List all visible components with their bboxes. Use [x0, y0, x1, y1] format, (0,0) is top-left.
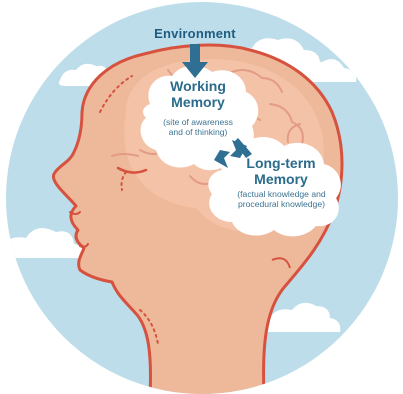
long-term-memory-title-line2: Memory: [254, 171, 308, 187]
environment-label: Environment: [154, 26, 236, 41]
long-term-memory-title: Long-term Memory: [222, 155, 340, 187]
long-term-memory-cloud: [208, 137, 341, 237]
working-memory-description: (site of awareness and of thinking): [146, 117, 250, 137]
working-memory-title-line1: Working: [170, 78, 226, 94]
working-memory-desc-line2: and of thinking): [168, 127, 228, 137]
working-memory-desc-line1: (site of awareness: [163, 117, 233, 127]
working-memory-title: Working Memory: [143, 78, 253, 110]
arrow-down-icon: [182, 44, 208, 78]
dotted-accents: [99, 75, 159, 345]
double-arrow-icon: [214, 138, 252, 168]
ear-line: [271, 257, 291, 269]
nostril: [69, 211, 81, 215]
working-memory-title-line2: Memory: [171, 94, 225, 110]
long-term-memory-desc-line1: (factual knowledge and: [237, 189, 326, 199]
eyebrow: [111, 153, 139, 157]
long-term-memory-description: (factual knowledge and procedural knowle…: [214, 189, 349, 209]
mouth: [79, 243, 89, 248]
long-term-memory-title-line1: Long-term: [246, 155, 316, 171]
working-memory-cloud: [140, 65, 259, 171]
long-term-memory-desc-line2: procedural knowledge): [238, 199, 325, 209]
eye: [116, 166, 148, 174]
